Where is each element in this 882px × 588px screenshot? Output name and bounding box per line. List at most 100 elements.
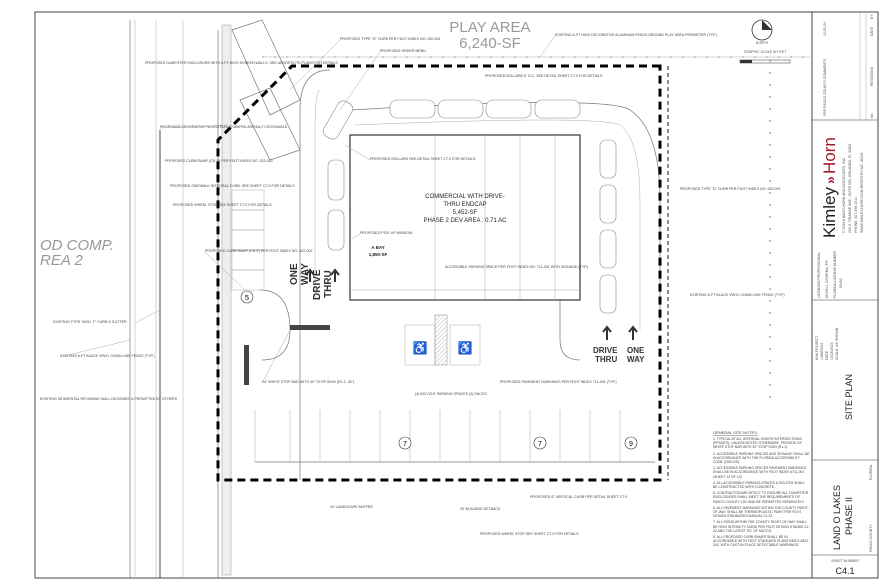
arrow-up-icon: [330, 268, 340, 282]
callout: PROPOSED ORDER MENU: [380, 49, 426, 53]
bay-label: A BAY: [371, 245, 384, 250]
callout: PROPOSED BOLLARD SEE DETAIL SHEET C7.0 F…: [370, 157, 476, 161]
callout: PROPOSED SIDEWALK INTEGRAL CURB. SEE SHE…: [170, 184, 295, 188]
dev-area: PHASE 2 DEV AREA : 0.71 AC: [423, 218, 507, 224]
callout: PROPOSED DECORATIVE PEDESTRIAN STAMPED A…: [160, 125, 288, 129]
svg-text:KHA PROJECT: KHA PROJECT: [815, 335, 819, 360]
callout: EXISTING SEGMENTAL RETAINING WALL DESIGN…: [40, 397, 178, 401]
one-way-marking-left: ONE WAY: [289, 263, 311, 285]
project-title-2: PHASE II: [844, 497, 854, 535]
svg-text:7: 7: [538, 441, 542, 448]
drive-thru-lane: [299, 69, 331, 480]
arrow-up-icon: [628, 325, 638, 340]
svg-text:THRU: THRU: [323, 270, 334, 298]
adjacent-parcel-label: OD COMP.: [40, 237, 114, 254]
firm-logo-chevrons: »: [822, 176, 838, 184]
svg-text:WAY: WAY: [300, 263, 311, 285]
arrow-up-icon: [602, 325, 612, 340]
svg-text:200 S. ORANGE AVE., SUITE 600,: 200 S. ORANGE AVE., SUITE 600, ORLANDO, …: [848, 143, 852, 233]
general-site-notes: GENERAL SITE NOTES: 1. TYPICAL AT ALL IN…: [713, 430, 810, 547]
svg-text:PHONE: 407-898-1511: PHONE: 407-898-1511: [854, 197, 858, 233]
svg-text:SHEET NUMBER: SHEET NUMBER: [831, 559, 859, 563]
accessible-icon: ♿: [413, 341, 428, 355]
note-item: 3. ACCESSIBLE PARKING SPACES PAVEMENT MA…: [713, 466, 807, 479]
parking-row-left: [231, 189, 265, 291]
svg-text:NORTH: NORTH: [756, 41, 769, 45]
callout: PROPOSED WHEEL STOP SEE SHEET C7.0 FOR D…: [480, 532, 579, 536]
svg-text:WAY: WAY: [627, 355, 645, 364]
callout: (4) BICYCLE PARKING SPACES (2) RACKS: [415, 392, 487, 396]
callout: 10' LANDSCAPE BUFFER: [330, 505, 373, 509]
parking-row-bottom: [254, 410, 655, 463]
callout: 25' BUILDING SETBACK: [460, 507, 501, 511]
note-item: 4. ALL ACCESSIBLE PARKING SPACES & ROUTE…: [713, 480, 805, 490]
svg-text:No.: No.: [870, 113, 874, 118]
callout: PROPOSED 6" VERTICAL CURB PER DETAIL SHE…: [530, 495, 627, 499]
firm-logo: Kimley: [820, 186, 839, 238]
callout: PROPOSED WHEEL STOP SEE SHEET C7.0 FOR D…: [173, 203, 272, 207]
title-block: [811, 11, 879, 579]
building-footprint: [349, 134, 581, 301]
svg-text:© 2024 KIMLEY-HORN AND ASSOCIA: © 2024 KIMLEY-HORN AND ASSOCIATES, INC.: [842, 157, 846, 233]
note-item: 5. CONTRACTOR/ARCHITECT TO ENSURE ALL DU…: [713, 491, 809, 504]
property-boundary: [216, 64, 662, 482]
svg-text:PASCO COUNTY: PASCO COUNTY: [869, 524, 873, 552]
drive-thru-marking-right: DRIVE: [593, 346, 618, 355]
note-item: 6. ALL PAVEMENT MARKINGS WITHIN THE COUN…: [713, 505, 809, 519]
svg-text:DATE: DATE: [870, 26, 874, 36]
svg-text:DATE: DATE: [825, 350, 829, 360]
svg-text:9: 9: [629, 441, 633, 448]
callout: ACCESSIBLE PARKING SPACE PER FDOT INDEX …: [445, 265, 588, 269]
note-item: 2. ACCESSIBLE PARKING SPACES AND SIGNAGE…: [713, 451, 810, 465]
sheet-title: SITE PLAN: [844, 374, 854, 420]
parked-cars: [322, 99, 617, 314]
callout: PROPOSED BOLLARD 6' O.C. SEE DETAIL SHEE…: [485, 74, 603, 78]
svg-text:GENERAL SITE NOTES:: GENERAL SITE NOTES:: [713, 430, 758, 435]
arrow-up-icon: [305, 268, 315, 282]
project-number: 148893001: [820, 342, 824, 360]
building-label-1: COMMERCIAL WITH DRIVE-: [425, 194, 504, 200]
callout: PROPOSED CURB RAMP (CR-D) PER FDOT INDEX…: [165, 159, 273, 163]
svg-text:5: 5: [245, 295, 249, 302]
adjacent-road: [129, 20, 232, 578]
building-label-2: THRU ENDCAP: [443, 202, 486, 208]
play-area-title: PLAY AREA: [449, 19, 530, 36]
stop-bar: [244, 345, 249, 385]
callout: PROPOSED DUMPSTER ENCLOSURE WITH 6-FT HI…: [145, 61, 338, 65]
sheet-number: C4.1: [835, 566, 854, 576]
note-item: 1. TYPICAL AT ALL INTERNAL ONSITE INTERS…: [713, 437, 802, 450]
graphic-scale-label: GRAPHIC SCALE IN FEET: [744, 50, 788, 54]
sheet-date: 10/25/2024: [830, 342, 834, 360]
svg-text:THRU: THRU: [595, 355, 617, 364]
svg-text:SCALE: AS SHOWN: SCALE: AS SHOWN: [835, 327, 839, 360]
callout: EXISTING 6-FT HIGH DECORATIVE ALUMINUM F…: [555, 33, 717, 37]
svg-text:ONE: ONE: [289, 263, 300, 285]
svg-text:FLORIDA LICENSE NUMBER: FLORIDA LICENSE NUMBER: [833, 250, 837, 298]
note-item: 7. ALL SIGNS WITHIN THE COUNTY RIGHT-OF-…: [713, 520, 810, 533]
north-arrow-icon: NORTH: [751, 19, 773, 45]
callout: EXISTING TYPE "MOD. F" CURB & GUTTER: [53, 320, 127, 324]
svg-text:LICENSED PROFESSIONAL: LICENSED PROFESSIONAL: [817, 252, 821, 298]
callout: EXISTING 6-FT BLACK VINYL CHAIN LINK FEN…: [60, 354, 155, 358]
play-area-size: 6,240-SF: [459, 35, 521, 52]
license-number: 69432: [839, 278, 843, 288]
svg-text:DRIVE: DRIVE: [312, 269, 323, 300]
callout: 24" WHITE STOP BAR WITH 30" STOP SIGN (R…: [262, 380, 354, 384]
callout: PROPOSED PICK UP WINDOW: [360, 231, 413, 235]
bay-area: 1,850-SF: [369, 252, 388, 257]
project-title-1: LAND O LAKES: [832, 485, 842, 550]
revisions-label: REVISIONS: [870, 66, 874, 86]
engineer-name: KEVIN J. O'KRENA, P.E.: [825, 259, 829, 298]
svg-text:BY: BY: [870, 14, 874, 19]
stop-bar: [290, 325, 330, 330]
callout: PROPOSED PAVEMENT MARKINGS PER FDOT INDE…: [500, 380, 617, 384]
drive-thru-marking-left: DRIVE THRU: [312, 269, 334, 300]
svg-text:FLORIDA: FLORIDA: [869, 464, 873, 480]
one-way-marking-right: ONE: [627, 346, 645, 355]
callout: PROPOSED TYPE "D" CURB PER FDOT INDEX NO…: [680, 187, 781, 191]
revision-entry: PER PASCO COUNTY COMMENTS: [823, 58, 827, 116]
callout: PROPOSED CURB RAMP (CR-F) PER FDOT INDEX…: [205, 249, 313, 253]
svg-text:WWW.KIMLEY-HORN.COM REGISTRY: WWW.KIMLEY-HORN.COM REGISTRY NO. 35106: [860, 152, 864, 233]
accessible-parking: ♿ ♿: [404, 314, 481, 366]
